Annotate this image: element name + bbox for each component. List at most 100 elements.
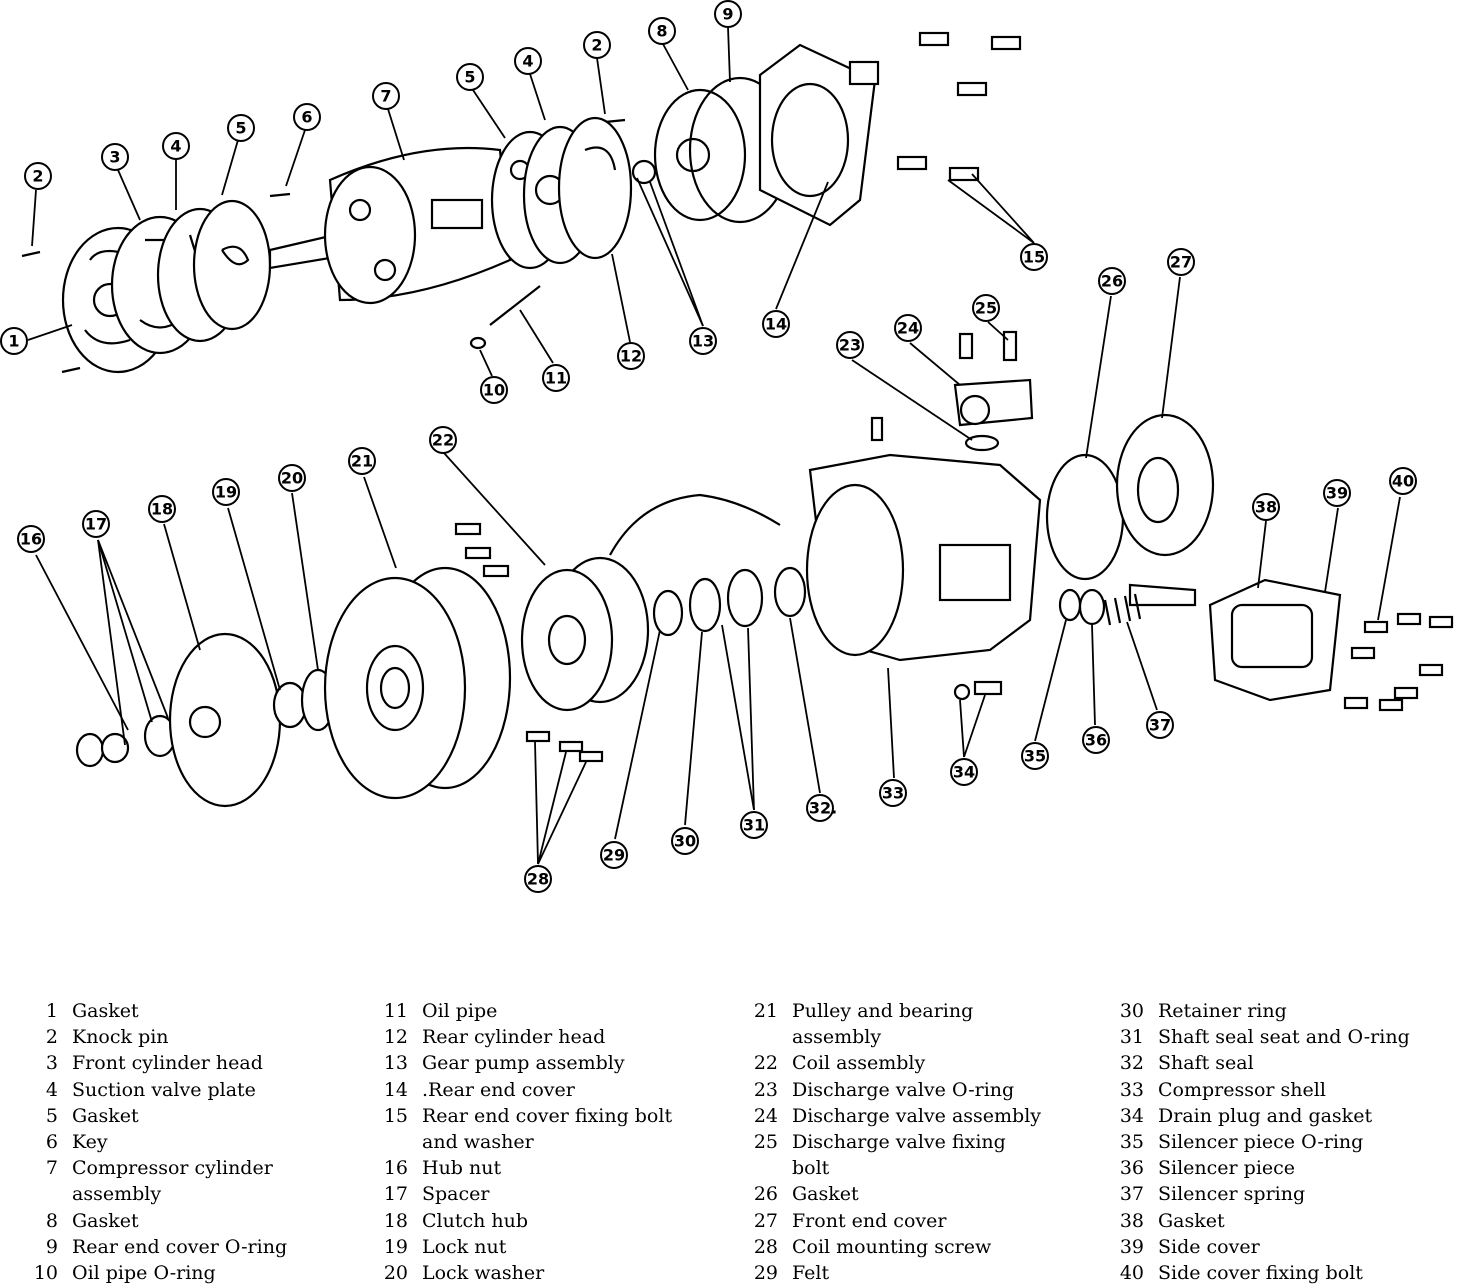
callout-8: 8 — [648, 17, 676, 45]
callout-33: 33 — [879, 779, 907, 807]
svg-text:5: 5 — [235, 119, 246, 138]
part-silencer-spring — [1103, 593, 1142, 626]
part-side-cover-bolts — [1343, 612, 1454, 712]
legend-item-continued: assembly — [792, 1026, 882, 1049]
svg-text:21: 21 — [351, 452, 373, 471]
callout-21: 21 — [348, 447, 376, 475]
part-rear-cover-bolts — [896, 31, 1022, 182]
part-side-cover — [1208, 578, 1342, 702]
callout-27: 27 — [1167, 248, 1195, 276]
svg-text:25: 25 — [975, 299, 997, 318]
svg-text:32.: 32. — [809, 799, 837, 818]
exploded-compressor-diagram: 1 2 3 4 5 6 7 5 4 2 8 9 10 11 12 13 14 1… — [0, 0, 1454, 893]
part-coil-screws — [454, 522, 604, 763]
svg-text:19: 19 — [215, 483, 237, 502]
svg-text:40: 40 — [1392, 472, 1414, 491]
callout-7: 7 — [372, 82, 400, 110]
svg-text:23: 23 — [839, 336, 861, 355]
svg-text:7: 7 — [380, 87, 391, 106]
svg-text:9: 9 — [722, 5, 733, 24]
callout-16: 16 — [17, 525, 45, 553]
part-front-end-cover — [1115, 413, 1215, 557]
callout-19: 19 — [212, 478, 240, 506]
svg-text:34: 34 — [953, 763, 975, 782]
callout-36: 36 — [1082, 726, 1110, 754]
callout-31: 31 — [740, 811, 768, 839]
upper-assembly — [21, 31, 1022, 374]
callout-24: 24 — [894, 314, 922, 342]
callout-4b: 4 — [514, 47, 542, 75]
callout-28: 28 — [524, 865, 552, 893]
svg-text:1: 1 — [8, 332, 19, 351]
callout-1: 1 — [0, 327, 28, 355]
svg-text:11: 11 — [545, 369, 567, 388]
svg-text:2: 2 — [32, 167, 43, 186]
svg-text:30: 30 — [674, 832, 696, 851]
callout-4: 4 — [162, 132, 190, 160]
svg-text:35: 35 — [1024, 747, 1046, 766]
callout-22: 22 — [429, 426, 457, 454]
svg-text:10: 10 — [483, 381, 505, 400]
svg-text:14: 14 — [765, 315, 787, 334]
svg-text:37: 37 — [1149, 716, 1171, 735]
callout-18: 18 — [148, 495, 176, 523]
part-gear-pump — [631, 159, 657, 185]
callouts: 1 2 3 4 5 6 7 5 4 2 8 9 10 11 12 13 14 1… — [0, 0, 1417, 893]
svg-text:13: 13 — [692, 332, 714, 351]
svg-text:36: 36 — [1085, 731, 1107, 750]
svg-text:4: 4 — [522, 52, 533, 71]
callout-38: 38 — [1252, 493, 1280, 521]
callout-9: 9 — [714, 0, 742, 28]
legend-item-continued: assembly — [72, 1183, 162, 1206]
svg-text:4: 4 — [170, 137, 181, 156]
callout-10: 10 — [480, 376, 508, 404]
callout-6: 6 — [293, 103, 321, 131]
svg-text:8: 8 — [656, 22, 667, 41]
svg-text:38: 38 — [1255, 498, 1277, 517]
part-drain-plug — [953, 683, 971, 701]
svg-text:24: 24 — [897, 319, 919, 338]
svg-text:12: 12 — [620, 347, 642, 366]
callout-12: 12 — [617, 342, 645, 370]
part-gasket-5 — [192, 199, 272, 331]
part-shaft — [268, 234, 332, 270]
callout-39: 39 — [1323, 479, 1351, 507]
leader-lines — [27, 26, 1401, 865]
callout-40: 40 — [1389, 467, 1417, 495]
part-oil-pipe — [489, 285, 541, 326]
callout-5: 5 — [227, 114, 255, 142]
callout-2b: 2 — [583, 31, 611, 59]
svg-text:20: 20 — [281, 469, 303, 488]
part-gasket-8 — [653, 88, 747, 222]
